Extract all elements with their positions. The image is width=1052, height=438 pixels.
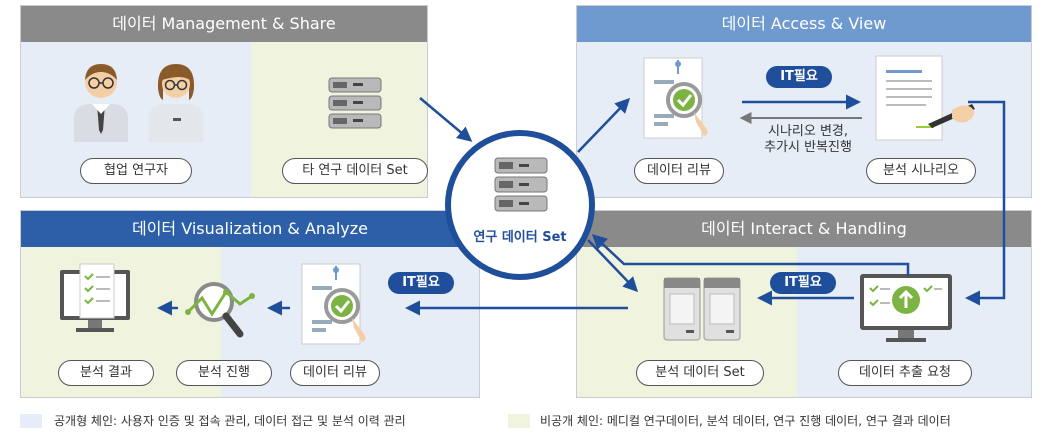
analysis-dataset-servers-icon	[663, 277, 741, 341]
review-bottom-label: 데이터 리뷰	[290, 360, 380, 386]
arrow-hub-to-review	[577, 97, 631, 153]
data-extract-monitor-icon	[860, 274, 952, 342]
scenario-change-note-line1: 시나리오 변경,	[767, 124, 849, 139]
legend-private-swatch	[508, 414, 530, 428]
legend-public-swatch	[20, 414, 42, 428]
research-dataset-hub: 연구 데이터 Set	[445, 130, 595, 280]
arrow-management-to-hub	[419, 97, 473, 142]
arrow-extract-to-hub	[591, 233, 910, 276]
center-label: 연구 데이터 Set	[473, 230, 567, 245]
review-top-label: 데이터 리뷰	[634, 158, 724, 184]
analysis-progress-magnifier-icon	[185, 282, 255, 338]
analysis-dataset-label: 분석 데이터 Set	[636, 360, 764, 386]
progress-label: 분석 진행	[176, 360, 272, 386]
result-label: 분석 결과	[58, 360, 154, 386]
scenario-change-note-line2: 추가시 반복진행	[764, 140, 852, 155]
panel-interact-title: 데이터 Interact & Handling	[577, 211, 1031, 247]
legend-public-text: 공개형 체인: 사용자 인증 및 접속 관리, 데이터 접근 및 분석 이력 관…	[54, 414, 406, 428]
collaborator-label: 협업 연구자	[80, 158, 192, 184]
it-required-badge-left: IT필요	[388, 272, 454, 294]
arrow-scenario-to-extract	[965, 100, 1006, 306]
it-required-badge-top: IT필요	[766, 66, 832, 88]
arrow-hub-to-analysis-dataset	[587, 239, 639, 293]
panel-management-title: 데이터 Management & Share	[21, 6, 427, 42]
researcher-female-icon	[149, 64, 203, 142]
extract-request-label: 데이터 추출 요청	[838, 360, 972, 386]
scenario-label: 분석 시나리오	[866, 158, 976, 184]
panel-visualization-title: 데이터 Visualization & Analyze	[21, 211, 479, 247]
server-icon	[494, 157, 548, 212]
legend-private-text: 비공개 체인: 메디컬 연구데이터, 분석 데이터, 연구 진행 데이터, 연구…	[540, 414, 951, 428]
data-review-icon	[643, 57, 708, 139]
server-icon	[328, 77, 382, 129]
analysis-scenario-icon	[875, 55, 975, 141]
other-dataset-label: 타 연구 데이터 Set	[282, 158, 428, 184]
researcher-male-icon	[74, 64, 128, 142]
analysis-result-monitor-icon	[60, 263, 130, 332]
panel-access-title: 데이터 Access & View	[577, 6, 1031, 42]
data-review-icon	[301, 263, 366, 345]
it-required-badge-bottom: IT필요	[770, 272, 836, 294]
